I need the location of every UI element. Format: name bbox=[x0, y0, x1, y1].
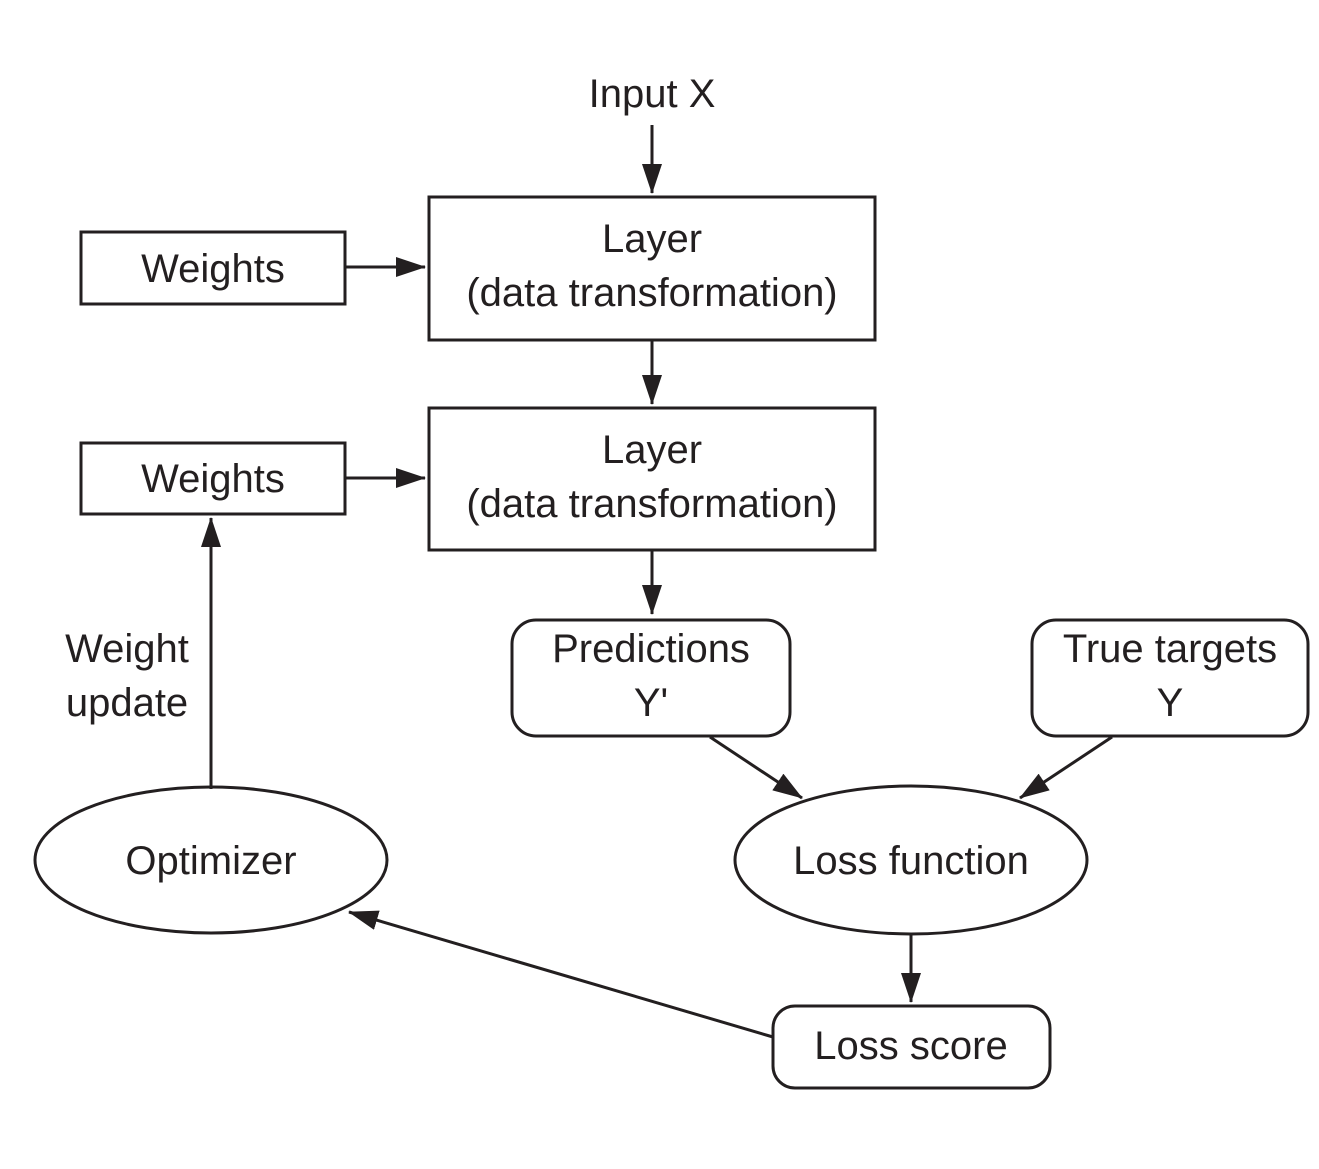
loss-function-label: Loss function bbox=[793, 839, 1029, 883]
predictions-node: Predictions Y' bbox=[510, 618, 792, 738]
weight-update-line1: Weight bbox=[65, 627, 189, 671]
weights-top: Weights bbox=[79, 230, 347, 306]
layer-bottom-box bbox=[427, 406, 877, 552]
true-targets-symbol: Y bbox=[1157, 681, 1184, 725]
weights-top-label: Weights bbox=[141, 247, 285, 291]
predictions-box bbox=[510, 618, 792, 738]
weights-bottom-box bbox=[79, 441, 347, 516]
loss-score-node: Loss score bbox=[771, 1004, 1052, 1090]
weights-bottom-label: Weights bbox=[141, 457, 285, 501]
true-targets-node: True targets Y bbox=[1030, 618, 1310, 738]
optimizer-label: Optimizer bbox=[125, 839, 296, 883]
input-label: Input X bbox=[589, 72, 716, 116]
predictions-title: Predictions bbox=[552, 627, 750, 671]
layer-bottom-title: Layer bbox=[602, 428, 702, 472]
arrow-predictions-to-loss-function bbox=[709, 735, 803, 800]
loss-score-box bbox=[771, 1004, 1052, 1090]
layer-top-title: Layer bbox=[602, 217, 702, 261]
weights-top-box bbox=[79, 230, 347, 306]
layer-top: Layer (data transformation) bbox=[427, 195, 877, 342]
true-targets-box bbox=[1030, 618, 1310, 738]
arrow-true-targets-to-loss-function bbox=[1019, 735, 1113, 800]
predictions-symbol: Y' bbox=[634, 681, 668, 725]
weight-update-label: Weight update bbox=[65, 627, 189, 725]
layer-bottom: Layer (data transformation) bbox=[427, 406, 877, 552]
layer-bottom-subtitle: (data transformation) bbox=[466, 482, 837, 526]
true-targets-title: True targets bbox=[1063, 627, 1277, 671]
weight-update-line2: update bbox=[66, 681, 188, 725]
loss-function-node: Loss function bbox=[733, 784, 1089, 936]
loss-score-label: Loss score bbox=[814, 1024, 1007, 1068]
optimizer-node: Optimizer bbox=[33, 785, 389, 935]
arrow-loss-score-to-optimizer bbox=[348, 910, 774, 1039]
layer-top-subtitle: (data transformation) bbox=[466, 271, 837, 315]
weights-bottom: Weights bbox=[79, 441, 347, 516]
